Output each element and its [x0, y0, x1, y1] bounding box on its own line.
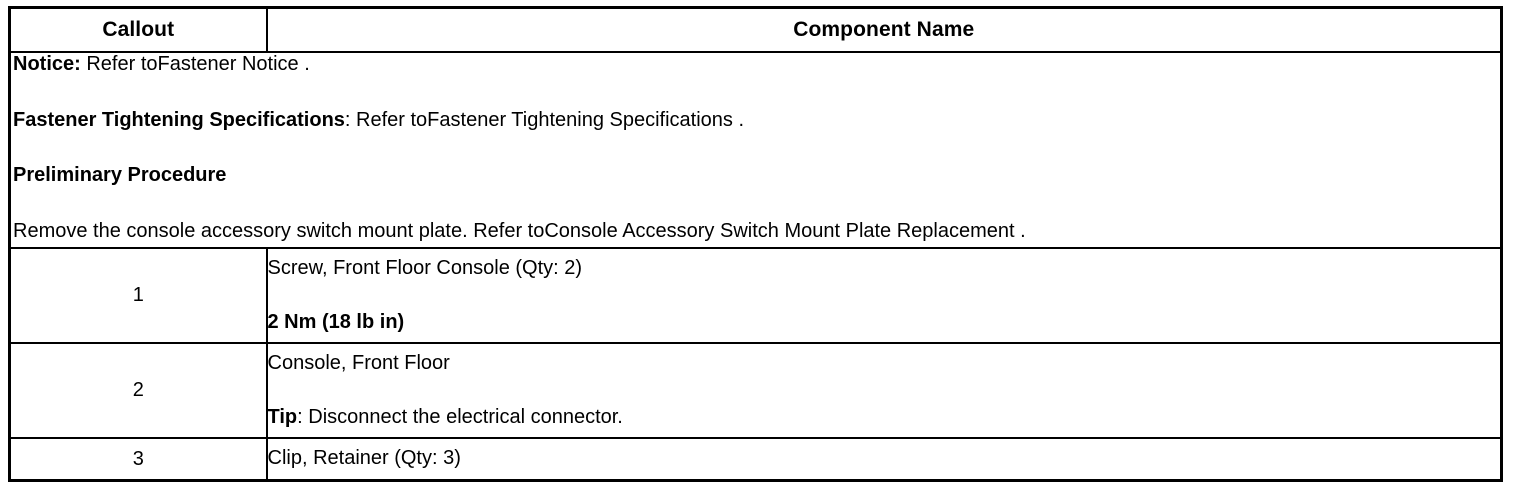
component-name-text: Screw, Front Floor Console (Qty: 2)	[267, 257, 583, 280]
callout-number: 2	[8, 342, 268, 440]
notice-line: Notice: Refer toFastener Notice .	[11, 53, 1500, 77]
column-header-callout: Callout	[8, 6, 268, 53]
component-callout-table: Callout Component Name Notice: Refer toF…	[8, 6, 1503, 482]
preliminary-procedure-label: Preliminary Procedure	[13, 164, 227, 187]
notice-block-row: Notice: Refer toFastener Notice . Fasten…	[8, 50, 1503, 250]
callout-number: 1	[8, 247, 268, 345]
fastener-tightening-line: Fastener Tightening Specifications: Refe…	[11, 109, 1500, 133]
notice-label: Notice:	[13, 53, 81, 75]
notice-text: Refer toFastener Notice .	[80, 53, 310, 75]
table-body: Notice: Refer toFastener Notice . Fasten…	[8, 50, 1503, 482]
tip-text: Tip: Disconnect the electrical connector…	[268, 406, 1501, 430]
component-description: Console, Front Floor Tip: Disconnect the…	[265, 342, 1503, 440]
table-row: 2 Console, Front Floor Tip: Disconnect t…	[8, 342, 1503, 440]
component-name-text: Clip, Retainer (Qty: 3)	[267, 447, 461, 470]
preliminary-procedure-heading: Preliminary Procedure	[11, 164, 1500, 188]
fastener-tightening-text: : Refer toFastener Tightening Specificat…	[344, 108, 745, 131]
table-header: Callout Component Name	[8, 6, 1503, 53]
component-description: Screw, Front Floor Console (Qty: 2) 2 Nm…	[265, 247, 1503, 345]
tip-label: Tip	[267, 405, 298, 428]
torque-spec-text: 2 Nm (18 lb in)	[268, 311, 1501, 335]
table-row: 3 Clip, Retainer (Qty: 3)	[8, 437, 1503, 482]
component-description: Clip, Retainer (Qty: 3)	[265, 437, 1503, 482]
notice-block-cell: Notice: Refer toFastener Notice . Fasten…	[8, 50, 1503, 250]
torque-spec-value: 2 Nm (18 lb in)	[267, 310, 405, 333]
component-name-text: Console, Front Floor	[267, 352, 450, 375]
table-row: 1 Screw, Front Floor Console (Qty: 2) 2 …	[8, 247, 1503, 345]
fastener-tightening-label: Fastener Tightening Specifications	[13, 108, 345, 131]
tip-body: : Disconnect the electrical connector.	[297, 405, 623, 428]
preliminary-procedure-text: Remove the console accessory switch moun…	[13, 219, 1026, 242]
table-header-row: Callout Component Name	[8, 6, 1503, 53]
column-header-component-name: Component Name	[265, 6, 1503, 53]
callout-number: 3	[8, 437, 268, 482]
